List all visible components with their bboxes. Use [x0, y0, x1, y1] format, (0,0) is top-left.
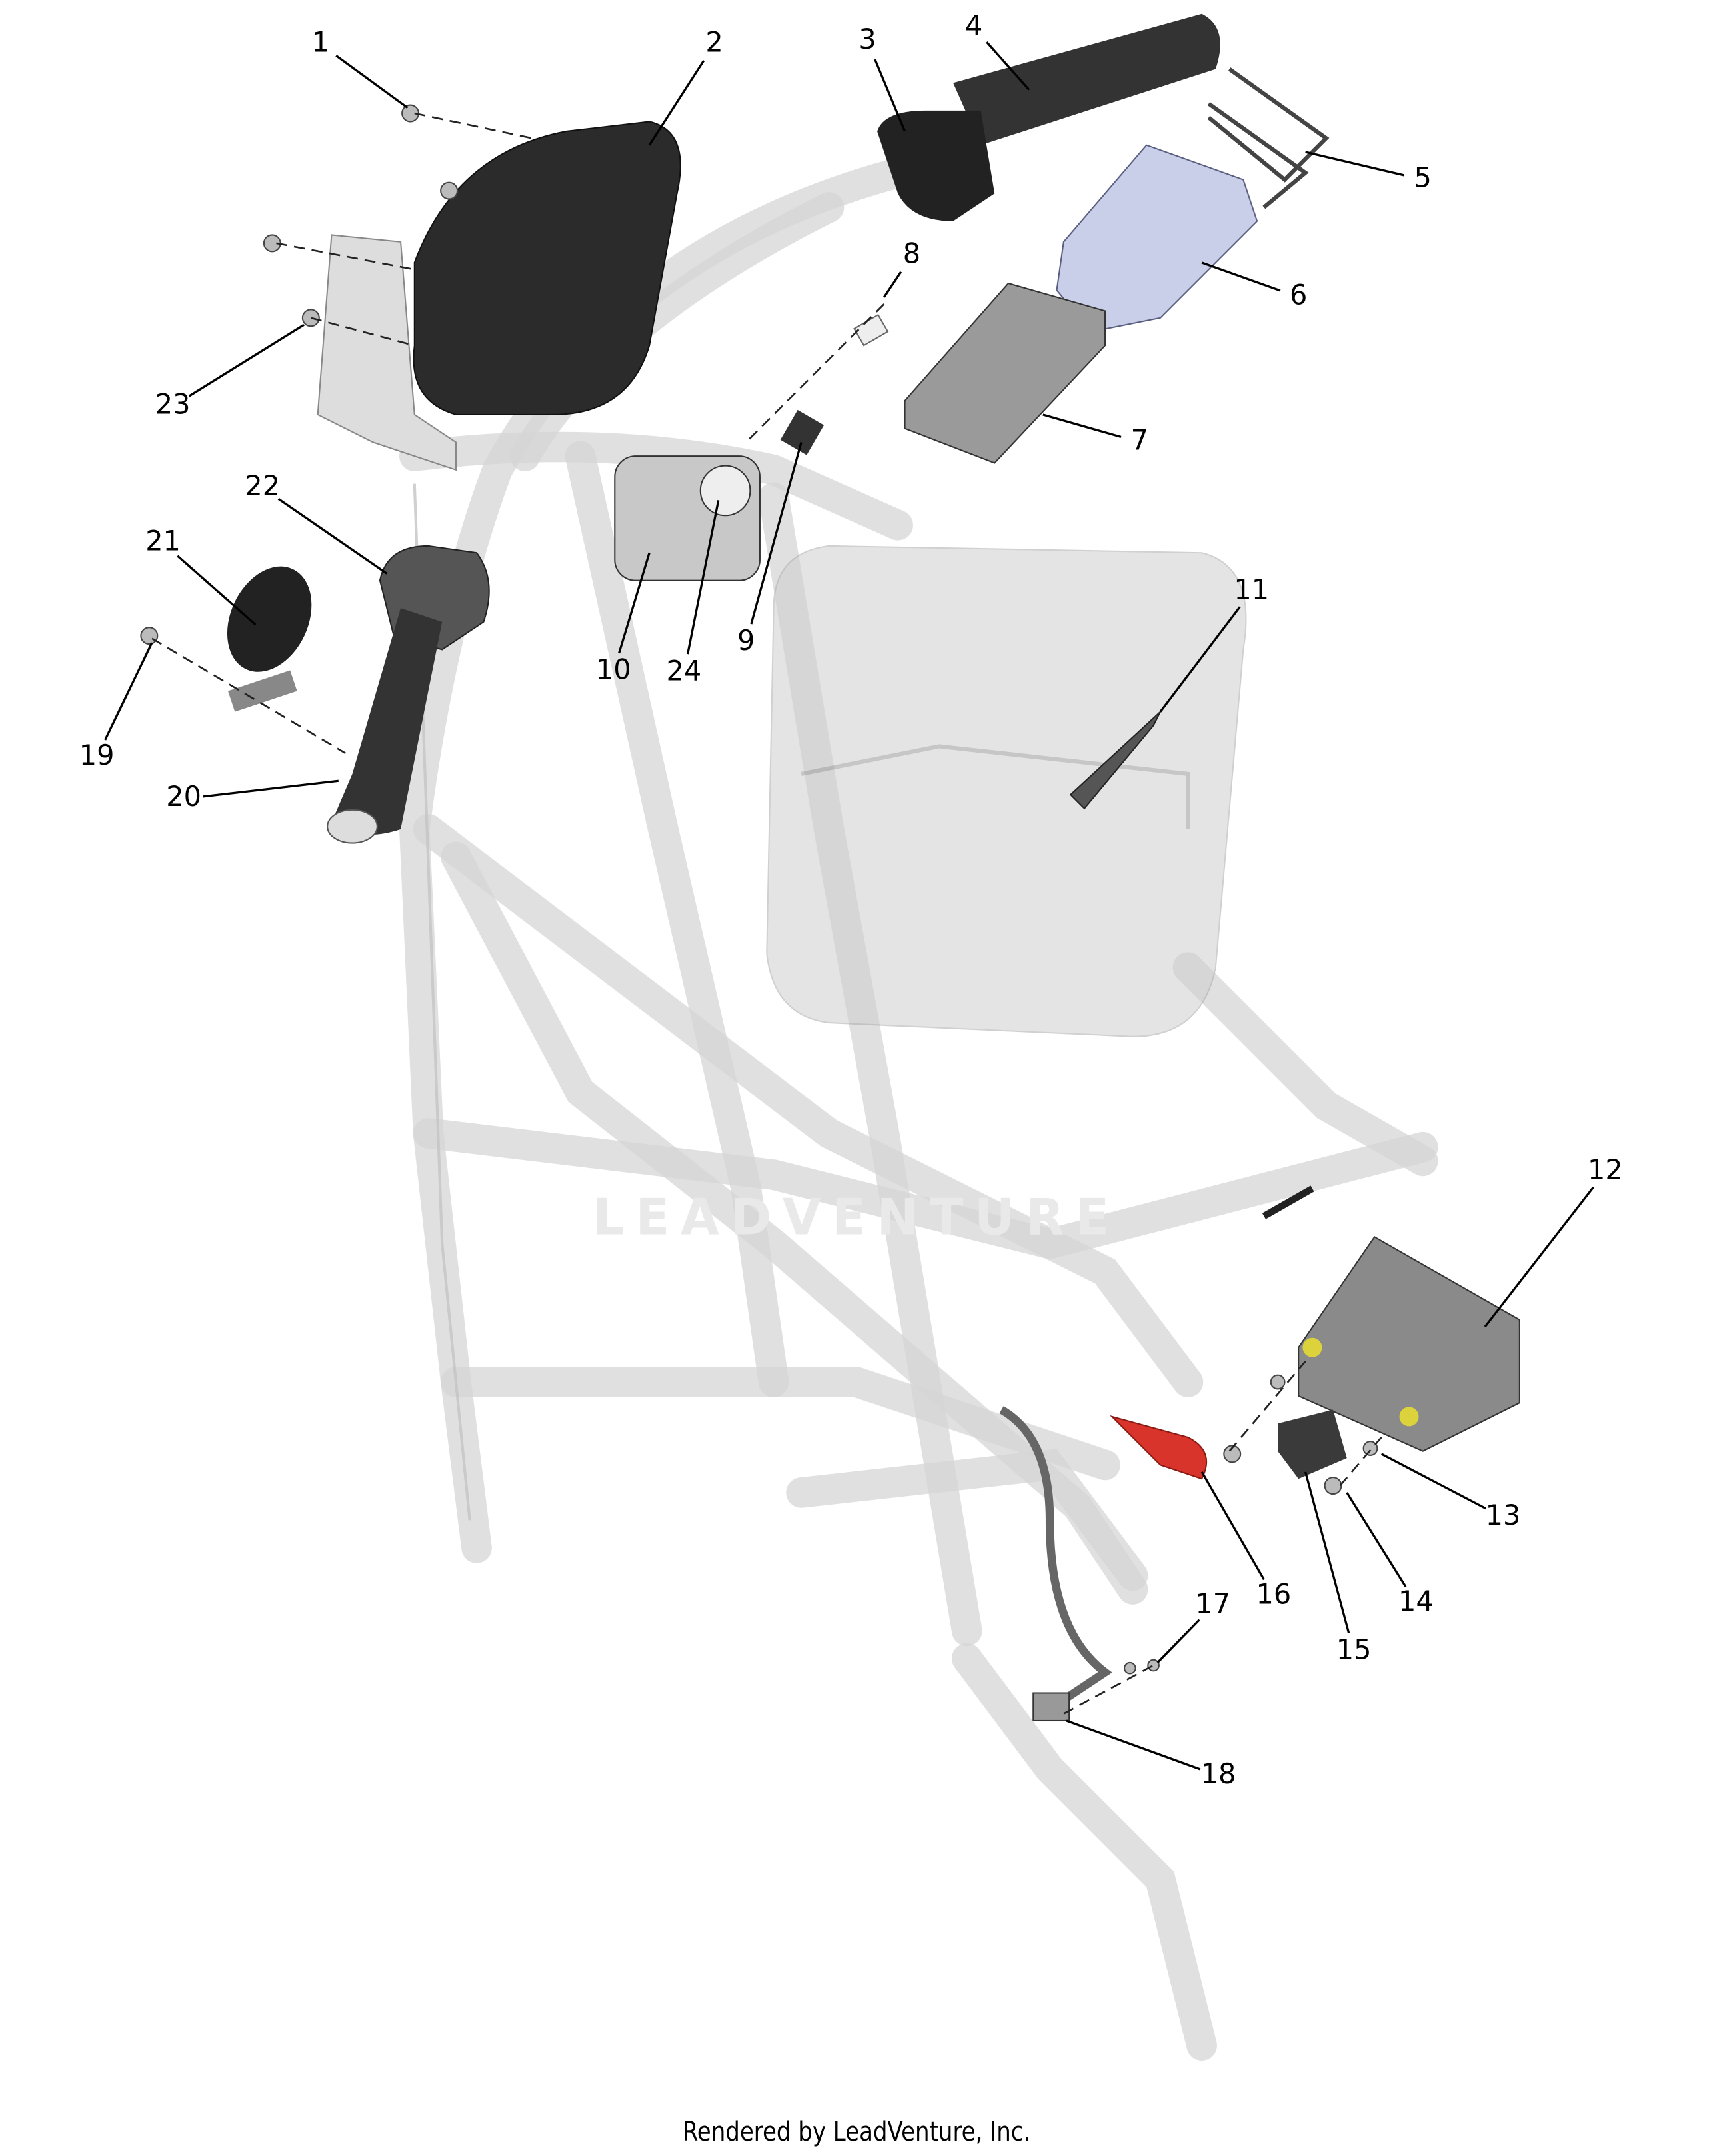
- leader-line-18: [1066, 1719, 1201, 1771]
- battery-strap: [1069, 711, 1161, 810]
- callout-14[interactable]: 14: [1398, 1585, 1434, 1617]
- callout-15[interactable]: 15: [1336, 1633, 1372, 1665]
- callout-7[interactable]: 7: [1131, 424, 1148, 456]
- leader-line-7: [1042, 413, 1122, 439]
- leader-line-1: [335, 55, 409, 109]
- callout-22[interactable]: 22: [245, 470, 280, 502]
- leader-line-19: [104, 642, 153, 741]
- control-unit: [1262, 1185, 1520, 1452]
- callout-11[interactable]: 11: [1234, 573, 1269, 605]
- horn: [227, 566, 312, 712]
- leader-line-23: [188, 323, 305, 397]
- leader-line-17: [1156, 1619, 1200, 1664]
- protective-cover: [1056, 144, 1258, 333]
- callout-20[interactable]: 20: [166, 781, 201, 813]
- watermark-text: LEADVENTURE: [593, 1188, 1120, 1246]
- callout-17[interactable]: 17: [1195, 1588, 1230, 1620]
- left-grip: [327, 545, 490, 844]
- battery-tray: [766, 545, 1247, 1037]
- leader-line-22: [277, 497, 388, 575]
- leader-line-12: [1484, 1186, 1594, 1328]
- dashed-guides: [151, 112, 1382, 1715]
- callout-13[interactable]: 13: [1486, 1499, 1521, 1531]
- callout-19[interactable]: 19: [79, 739, 115, 771]
- callout-24[interactable]: 24: [667, 655, 702, 687]
- leader-line-8: [883, 271, 902, 298]
- ignition-switch: [614, 303, 889, 581]
- leader-line-24: [686, 500, 720, 655]
- callout-21[interactable]: 21: [145, 525, 181, 557]
- footer-credit: Rendered by LeadVenture, Inc.: [682, 2117, 1031, 2147]
- callout-16[interactable]: 16: [1256, 1578, 1292, 1610]
- leader-line-21: [177, 555, 257, 626]
- terminal-boot: [1109, 1415, 1208, 1480]
- callout-9[interactable]: 9: [737, 625, 755, 657]
- electronic-module: [904, 282, 1106, 464]
- leader-line-14: [1346, 1492, 1407, 1588]
- callout-8[interactable]: 8: [903, 238, 920, 270]
- leader-line-2: [648, 59, 705, 146]
- callout-1[interactable]: 1: [312, 26, 329, 58]
- callout-10[interactable]: 10: [596, 654, 631, 686]
- leader-line-4: [986, 41, 1030, 91]
- leader-line-9: [750, 441, 803, 625]
- right-grip: [877, 13, 1220, 221]
- leader-line-20: [203, 779, 339, 798]
- callout-5[interactable]: 5: [1414, 161, 1432, 193]
- leader-line-16: [1200, 1471, 1265, 1581]
- instrument-display: [317, 121, 681, 471]
- sensor: [1032, 1692, 1070, 1722]
- callout-23[interactable]: 23: [155, 388, 191, 420]
- leader-line-6: [1201, 261, 1281, 292]
- sensor-cable: [999, 1406, 1112, 1704]
- fasteners: [140, 104, 1378, 1675]
- callout-2[interactable]: 2: [705, 26, 723, 58]
- callout-18[interactable]: 18: [1201, 1758, 1236, 1790]
- callout-3[interactable]: 3: [858, 23, 876, 55]
- leader-line-10: [618, 552, 651, 654]
- callout-12[interactable]: 12: [1588, 1154, 1623, 1186]
- leader-line-11: [1159, 606, 1241, 713]
- leader-line-13: [1380, 1453, 1487, 1510]
- leader-line-5: [1305, 151, 1404, 177]
- callout-6[interactable]: 6: [1290, 279, 1307, 311]
- relay: [1278, 1409, 1347, 1479]
- leader-line-3: [874, 59, 906, 132]
- retainer-clip: [1207, 67, 1330, 209]
- callout-4[interactable]: 4: [965, 9, 982, 41]
- leader-line-15: [1304, 1471, 1350, 1633]
- frame: [399, 157, 1438, 2061]
